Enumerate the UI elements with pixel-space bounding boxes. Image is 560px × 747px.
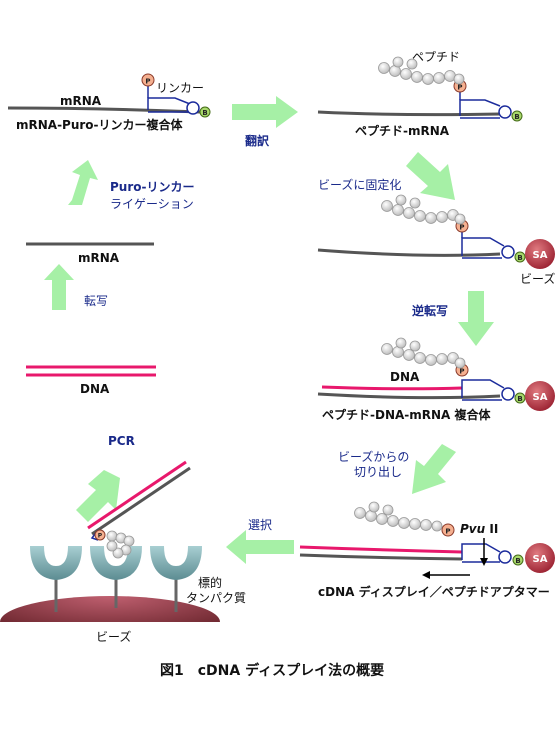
sa-label: SA	[533, 250, 548, 261]
puromycin-icon	[141, 73, 155, 87]
pcr-strands	[87, 460, 191, 536]
green-arrow-icon	[406, 152, 455, 200]
b-label: B	[517, 395, 522, 403]
cut-from-beads-label-1: ビーズからの	[338, 450, 410, 464]
cdna-display-label: cDNA ディスプレイ／ペプチドアプタマー	[318, 585, 550, 599]
peptide-dna-mrna-label: ペプチド-DNA-mRNA 複合体	[322, 408, 491, 422]
biotin-icon	[514, 251, 526, 263]
target-label-1: 標的	[198, 576, 223, 590]
biotin-icon	[512, 554, 524, 566]
b-label: B	[515, 557, 520, 565]
puro-linker-label: Puro-リンカー	[110, 180, 195, 194]
green-arrow-icon	[76, 470, 120, 522]
b-label: B	[514, 113, 519, 121]
immobilized-complex	[317, 194, 555, 269]
biotin-icon	[514, 392, 526, 404]
green-arrow-icon	[412, 444, 456, 494]
sa-label: SA	[533, 392, 548, 403]
beads-label-bottom: ビーズ	[96, 630, 132, 644]
reverse-transcription-label: 逆転写	[412, 304, 449, 318]
dna-label-left: DNA	[80, 382, 110, 396]
peptide-chain-icon	[381, 194, 466, 225]
transcription-label: 転写	[84, 294, 109, 308]
puromycin-icon	[441, 523, 455, 537]
biotin-icon	[199, 106, 211, 118]
puromycin-icon	[94, 529, 106, 541]
dna-label-mid: DNA	[390, 370, 420, 384]
figure-caption: 図1 cDNA ディスプレイ法の概要	[160, 663, 385, 679]
bead-immobilization-label: ビーズに固定化	[318, 178, 402, 192]
target-protein-icon	[30, 546, 82, 580]
mrna-label-left: mRNA	[78, 251, 120, 265]
streptavidin-bead-icon	[525, 239, 555, 269]
streptavidin-bead-icon	[525, 381, 555, 411]
linker-label: リンカー	[156, 81, 205, 95]
peptide-chain-icon	[381, 337, 466, 369]
p-label: P	[457, 84, 462, 92]
cdna-display-molecule	[299, 501, 555, 579]
peptide-label: ペプチド	[412, 50, 461, 64]
p-label: P	[459, 224, 464, 232]
p-label: P	[145, 78, 150, 86]
peptide-chain-icon	[106, 530, 135, 559]
target-protein-icon	[150, 546, 202, 580]
mrna-puro-linker-complex	[7, 73, 211, 118]
green-arrow-icon	[226, 530, 294, 564]
sa-label: SA	[533, 554, 548, 565]
translation-label: 翻訳	[245, 134, 270, 148]
target-protein-beads	[0, 529, 230, 652]
green-arrow-icon	[44, 264, 74, 310]
biotin-icon	[511, 110, 523, 122]
green-arrow-icon	[68, 160, 98, 205]
target-protein-icon	[90, 546, 142, 580]
beads-label-right: ビーズ	[520, 272, 556, 286]
cut-from-beads-label-2: 切り出し	[354, 465, 403, 479]
peptide-chain-icon	[378, 56, 465, 85]
green-arrow-icon	[232, 96, 298, 128]
target-label-2: タンパク質	[186, 591, 247, 605]
peptide-chain-icon	[354, 501, 443, 532]
mrna-puro-linker-complex-label: mRNA-Puro-リンカー複合体	[16, 118, 183, 132]
b-label: B	[517, 254, 522, 262]
pvu-ii-label: Pvu II	[460, 522, 498, 536]
green-arrows	[44, 96, 494, 564]
peptide-mrna-complex	[317, 56, 523, 122]
b-label: B	[202, 109, 207, 117]
mrna-label-top: mRNA	[60, 94, 102, 108]
peptide-dna-mrna-complex	[317, 337, 555, 411]
p-label: P	[445, 528, 450, 536]
left-strands	[26, 242, 156, 377]
pvu-roman: II	[485, 522, 499, 536]
selection-label: 選択	[248, 518, 273, 532]
p-label: P	[98, 533, 103, 540]
pcr-label: PCR	[108, 434, 135, 448]
peptide-mrna-label: ペプチド-mRNA	[355, 124, 450, 138]
green-arrow-icon	[458, 291, 494, 346]
ligation-label: ライゲーション	[110, 197, 194, 211]
streptavidin-bead-icon	[525, 543, 555, 573]
cdna-display-text: cDNA ディスプレイ／ペプチドアプタマー	[318, 585, 550, 599]
pvu-italic: Pvu	[460, 522, 486, 536]
p-label: P	[459, 368, 464, 376]
